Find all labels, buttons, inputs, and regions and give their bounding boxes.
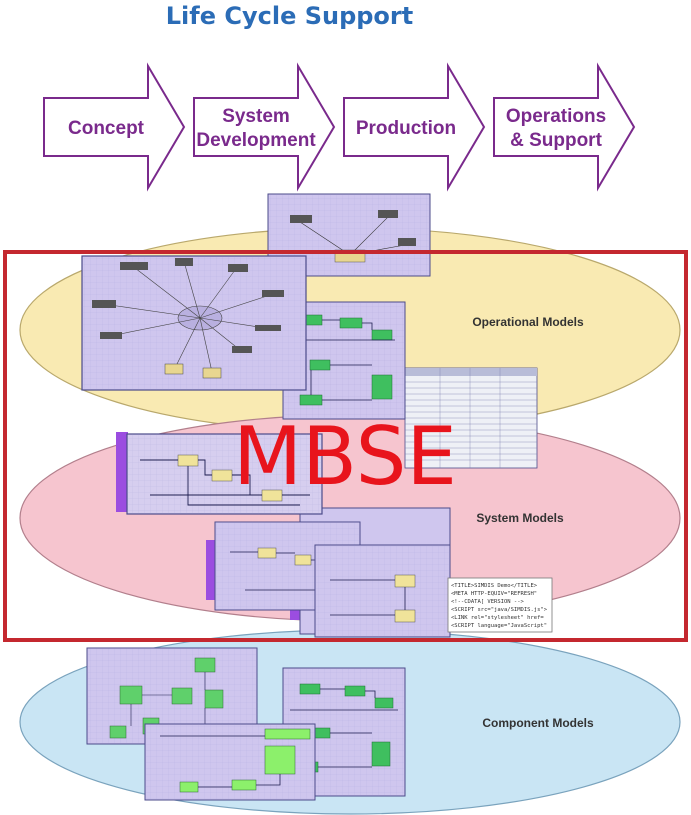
phase-label-development: Development xyxy=(196,130,316,151)
phase-arrow-system-development: System Development xyxy=(193,62,336,192)
phase-arrow-production: Production xyxy=(343,62,486,192)
code-line: <!--CDATA[ VERSION --> xyxy=(451,599,525,605)
layer-label-system: System Models xyxy=(476,511,564,525)
code-line: <LINK rel="stylesheet" href= xyxy=(451,615,544,621)
layer-label-component: Component Models xyxy=(482,716,594,730)
phase-label-production: Production xyxy=(356,118,456,139)
mbse-frame xyxy=(3,250,688,642)
phase-label-system: System xyxy=(222,106,290,127)
code-snippet-panel: <TITLE>SIMDIS Demo</TITLE> <META HTTP-EQ… xyxy=(447,577,553,633)
component-flow-thumbnail-left xyxy=(144,723,316,801)
mbse-label: MBSE xyxy=(233,410,457,503)
operational-hub-thumbnail xyxy=(81,255,307,391)
phase-arrow-operations-support: Operations & Support xyxy=(493,62,636,192)
code-line: <SCRIPT language="JavaScript" xyxy=(451,623,547,629)
phase-label-support: & Support xyxy=(510,130,602,151)
operational-data-table-thumbnail xyxy=(404,367,538,469)
system-diagram-thumbnail-right xyxy=(314,544,451,638)
phase-label-operations: Operations xyxy=(506,106,606,127)
code-line: <META HTTP-EQUIV="REFRESH" xyxy=(451,591,537,597)
phase-label-concept: Concept xyxy=(68,118,145,139)
code-line: <SCRIPT src="java/SIMDIS.js"> xyxy=(451,607,548,613)
layer-label-operational: Operational Models xyxy=(472,315,584,329)
diagram-title: Life Cycle Support xyxy=(165,2,414,30)
phase-arrow-concept: Concept xyxy=(43,62,186,192)
code-line: <TITLE>SIMDIS Demo</TITLE> xyxy=(451,583,538,589)
system-diagram-thumbnail-front xyxy=(126,433,323,515)
